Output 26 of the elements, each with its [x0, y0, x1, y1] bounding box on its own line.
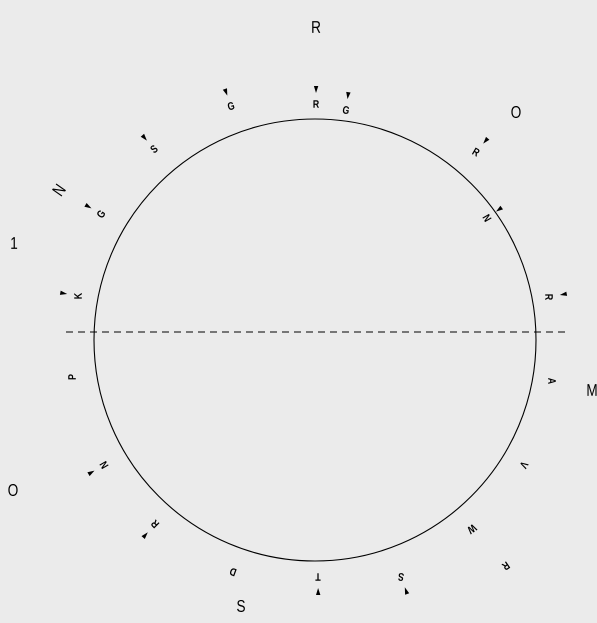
letter: T	[315, 573, 321, 581]
letter: S	[237, 600, 245, 612]
letter: S	[150, 145, 158, 153]
letter: S	[398, 573, 404, 581]
letter: R	[501, 561, 510, 570]
letter: R	[151, 519, 160, 528]
letter: W	[468, 524, 478, 534]
letter: A	[548, 378, 556, 384]
letter: O	[511, 106, 521, 118]
letter: M	[587, 384, 597, 396]
letter: N	[99, 460, 109, 470]
letter: R	[472, 147, 480, 157]
letter: 1	[11, 237, 18, 249]
letter: G	[228, 102, 234, 110]
letter: V	[520, 462, 529, 470]
letter: R	[312, 21, 320, 33]
letter: O	[8, 484, 18, 496]
letter: G	[97, 210, 105, 218]
letter: P	[68, 374, 76, 380]
letter: R	[313, 100, 319, 108]
letter: D	[230, 568, 237, 576]
letter: G	[342, 106, 350, 114]
letter: K	[74, 292, 82, 299]
letter: N	[52, 184, 66, 196]
letter: N	[482, 214, 492, 222]
letter: R	[545, 294, 553, 300]
